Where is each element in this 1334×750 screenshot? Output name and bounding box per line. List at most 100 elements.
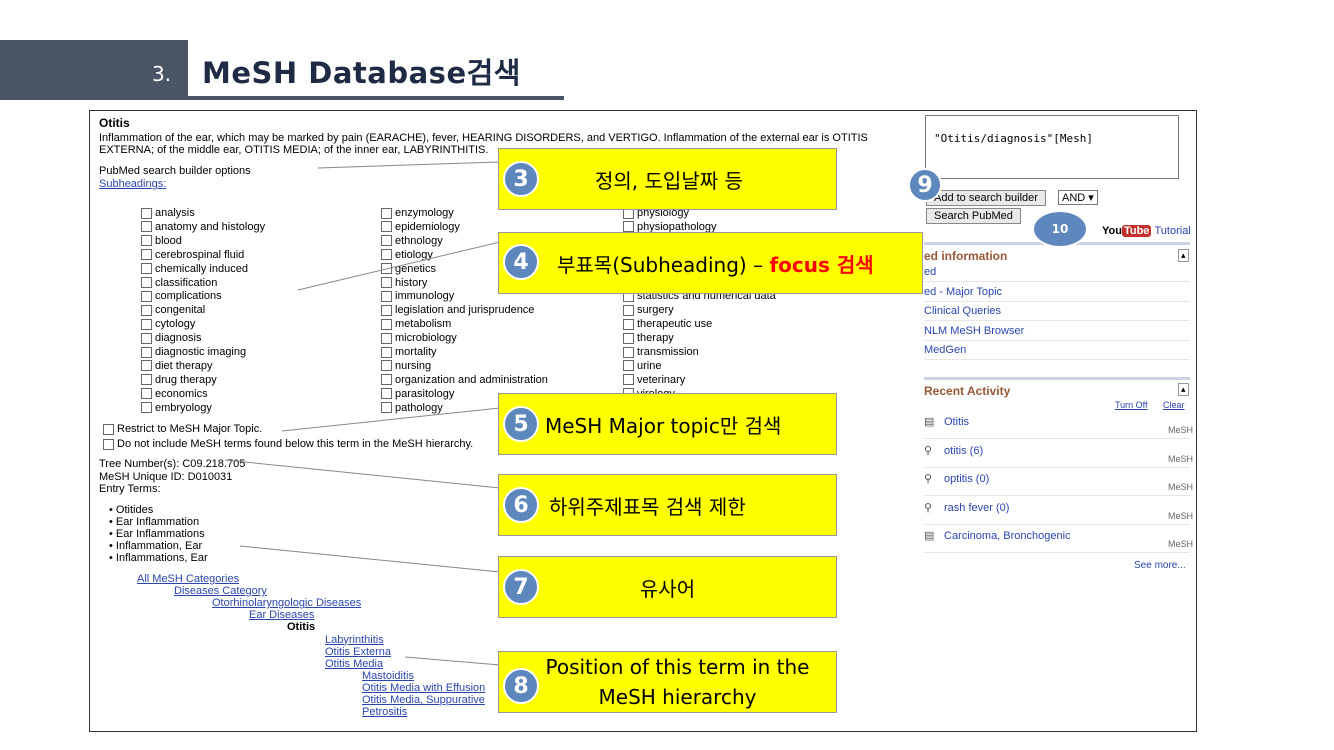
hierarchy-link[interactable]: Mastoiditis: [362, 669, 414, 682]
subheading-option[interactable]: mortality: [381, 346, 437, 358]
subheading-checkbox[interactable]: [141, 249, 152, 261]
subheading-checkbox[interactable]: [141, 304, 152, 316]
subheading-checkbox[interactable]: [381, 402, 392, 414]
subheading-option[interactable]: etiology: [381, 249, 433, 261]
subheading-option[interactable]: metabolism: [381, 318, 451, 330]
subheading-option[interactable]: legislation and jurisprudence: [381, 304, 534, 316]
subheading-option[interactable]: nursing: [381, 360, 431, 372]
recent-activity-text[interactable]: Carcinoma, Bronchogenic: [944, 530, 1071, 543]
subheading-checkbox[interactable]: [623, 318, 634, 330]
subheading-checkbox[interactable]: [381, 374, 392, 386]
hierarchy-link[interactable]: Labyrinthitis: [325, 633, 384, 646]
hierarchy-link[interactable]: Petrositis: [362, 706, 408, 719]
subheading-option[interactable]: organization and administration: [381, 374, 548, 386]
subheading-option[interactable]: chemically induced: [141, 263, 248, 275]
restrict-major-topic-option[interactable]: Restrict to MeSH Major Topic.: [103, 423, 262, 435]
subheading-checkbox[interactable]: [381, 346, 392, 358]
subheading-option[interactable]: epidemiology: [381, 221, 460, 233]
related-info-link[interactable]: ed: [924, 266, 937, 278]
subheading-checkbox[interactable]: [141, 221, 152, 233]
subheading-checkbox[interactable]: [623, 304, 634, 316]
subheading-option[interactable]: diet therapy: [141, 360, 212, 372]
boolean-operator-select[interactable]: AND ▾: [1058, 190, 1098, 205]
subheading-option[interactable]: economics: [141, 388, 208, 400]
subheading-option[interactable]: physiopathology: [623, 221, 717, 233]
subheading-checkbox[interactable]: [141, 290, 152, 302]
restrict-major-topic-checkbox[interactable]: [103, 423, 114, 435]
tutorial-link[interactable]: Tutorial: [1154, 225, 1191, 237]
subheading-option[interactable]: therapy: [623, 332, 674, 344]
search-pubmed-button[interactable]: Search PubMed: [926, 208, 1021, 224]
subheading-checkbox[interactable]: [381, 235, 392, 247]
add-to-search-builder-button[interactable]: Add to search builder: [926, 190, 1046, 206]
subheading-checkbox[interactable]: [381, 388, 392, 400]
hierarchy-link[interactable]: Diseases Category: [174, 585, 267, 598]
subheading-checkbox[interactable]: [623, 221, 634, 233]
turn-off-link[interactable]: Turn Off: [1115, 400, 1148, 410]
subheading-option[interactable]: cytology: [141, 318, 195, 330]
subheading-checkbox[interactable]: [141, 388, 152, 400]
recent-activity-item[interactable]: ▤Otitis: [924, 415, 969, 428]
related-info-link[interactable]: ed - Major Topic: [924, 285, 1003, 298]
subheading-option[interactable]: ethnology: [381, 235, 443, 247]
subheading-checkbox[interactable]: [141, 318, 152, 330]
subheading-checkbox[interactable]: [623, 374, 634, 386]
subheading-checkbox[interactable]: [623, 346, 634, 358]
recent-activity-text[interactable]: optitis (0): [944, 473, 990, 486]
related-info-link[interactable]: NLM MeSH Browser: [924, 324, 1025, 337]
subheading-option[interactable]: congenital: [141, 304, 205, 316]
subheading-checkbox[interactable]: [141, 332, 152, 344]
subheading-option[interactable]: transmission: [623, 346, 699, 358]
search-builder-query[interactable]: "Otitis/diagnosis"[Mesh]: [925, 115, 1179, 179]
subheading-option[interactable]: cerebrospinal fluid: [141, 249, 244, 261]
subheading-option[interactable]: diagnostic imaging: [141, 346, 246, 358]
subheading-option[interactable]: enzymology: [381, 207, 454, 219]
subheading-checkbox[interactable]: [381, 277, 392, 288]
recent-activity-text[interactable]: rash fever (0): [944, 501, 1010, 514]
exclude-below-checkbox[interactable]: [103, 438, 114, 450]
hierarchy-link[interactable]: Otitis Media with Effusion: [362, 681, 486, 694]
subheading-checkbox[interactable]: [381, 290, 392, 302]
subheadings-link[interactable]: Subheadings:: [99, 178, 167, 190]
recent-activity-item[interactable]: ⚲optitis (0): [924, 472, 989, 485]
subheading-option[interactable]: complications: [141, 290, 222, 302]
recent-activity-item[interactable]: ⚲rash fever (0): [924, 501, 1009, 514]
subheading-option[interactable]: drug therapy: [141, 374, 217, 386]
subheading-option[interactable]: urine: [623, 360, 661, 372]
recent-activity-heading[interactable]: Recent Activity: [924, 384, 1011, 398]
related-info-link[interactable]: Clinical Queries: [924, 305, 1002, 318]
hierarchy-link[interactable]: Ear Diseases: [249, 609, 315, 622]
subheading-option[interactable]: immunology: [381, 290, 454, 302]
subheading-checkbox[interactable]: [141, 277, 152, 288]
subheading-option[interactable]: classification: [141, 277, 217, 289]
subheading-checkbox[interactable]: [381, 304, 392, 316]
subheading-checkbox[interactable]: [141, 346, 152, 358]
related-info-heading[interactable]: ed information: [924, 249, 1008, 263]
subheading-checkbox[interactable]: [141, 235, 152, 247]
recent-activity-item[interactable]: ⚲otitis (6): [924, 444, 983, 457]
exclude-below-option[interactable]: Do not include MeSH terms found below th…: [103, 438, 473, 450]
subheading-option[interactable]: pathology: [381, 402, 443, 414]
collapse-icon[interactable]: ▴: [1178, 249, 1189, 262]
subheading-checkbox[interactable]: [141, 402, 152, 414]
subheading-option[interactable]: blood: [141, 235, 182, 247]
subheading-checkbox[interactable]: [381, 360, 392, 372]
subheading-checkbox[interactable]: [141, 374, 152, 386]
subheading-option[interactable]: anatomy and histology: [141, 221, 265, 233]
subheading-option[interactable]: veterinary: [623, 374, 685, 386]
subheading-option[interactable]: parasitology: [381, 388, 454, 400]
subheading-checkbox[interactable]: [381, 318, 392, 330]
subheading-option[interactable]: therapeutic use: [623, 318, 712, 330]
subheading-checkbox[interactable]: [141, 207, 152, 219]
clear-link[interactable]: Clear: [1163, 400, 1185, 410]
hierarchy-link[interactable]: Otorhinolaryngologic Diseases: [212, 597, 362, 610]
subheading-checkbox[interactable]: [381, 332, 392, 344]
subheading-checkbox[interactable]: [381, 207, 392, 219]
subheading-option[interactable]: surgery: [623, 304, 674, 316]
see-more-link[interactable]: See more...: [1134, 560, 1186, 571]
related-info-link[interactable]: MedGen: [924, 344, 967, 357]
subheading-option[interactable]: history: [381, 277, 427, 289]
subheading-option[interactable]: microbiology: [381, 332, 457, 344]
hierarchy-link[interactable]: All MeSH Categories: [137, 573, 240, 585]
subheading-checkbox[interactable]: [141, 360, 152, 372]
